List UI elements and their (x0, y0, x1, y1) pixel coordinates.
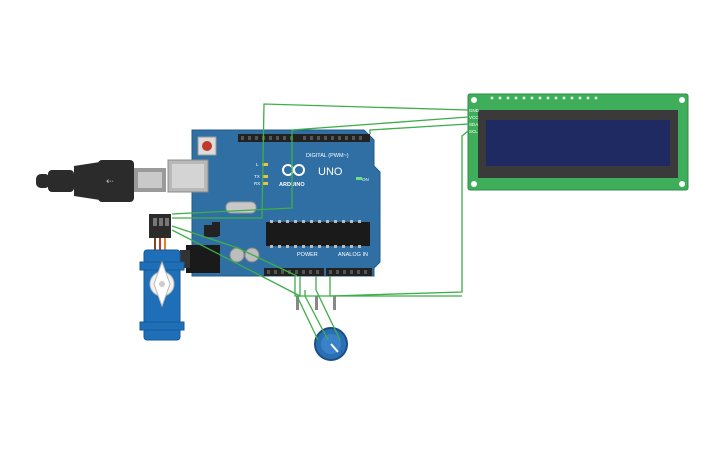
wire-gnd-rail[interactable] (294, 276, 462, 297)
led-rx (262, 182, 268, 185)
wire-lcd-vcc[interactable] (171, 116, 469, 215)
lcd-pin-labels: GND VCC SDA SCL (469, 108, 480, 134)
lcd-pin-gnd: GND (469, 108, 480, 113)
svg-text:⇠: ⇠ (106, 176, 114, 186)
power-header (264, 268, 324, 276)
atmega-chip (266, 222, 370, 246)
wire-servo-signal[interactable] (171, 225, 298, 277)
led-l-label: L (256, 162, 259, 167)
lcd-pin-vcc: VCC (469, 115, 479, 120)
icsp-header (212, 222, 220, 236)
wires[interactable] (171, 103, 469, 341)
lcd-top-pins (490, 96, 598, 100)
usb-cable[interactable]: ⇠ (36, 160, 166, 202)
analog-header (326, 268, 372, 276)
led-on (356, 177, 362, 180)
potentiometer-knob[interactable] (330, 343, 339, 353)
wire-lcd-sda[interactable] (369, 123, 469, 134)
wire-pot-right[interactable] (315, 276, 341, 341)
led-rx-label: RX (254, 181, 260, 186)
wire-pot-left[interactable] (296, 295, 319, 341)
analog-label: ANALOG IN (338, 252, 368, 258)
dc-jack (186, 245, 220, 273)
wire-lcd-gnd[interactable] (172, 103, 469, 219)
servo-motor[interactable] (139, 214, 185, 341)
lcd-screen (486, 120, 670, 166)
power-label: POWER (297, 252, 318, 258)
led-tx (262, 175, 268, 178)
board-model-label: UNO (318, 166, 343, 178)
digital-label: DIGITAL (PWM~) (306, 153, 349, 159)
wire-lcd-scl[interactable] (329, 130, 469, 297)
led-tx-label: TX (254, 174, 260, 179)
arduino-uno-board[interactable]: DIGITAL (PWM~) L TX RX ON ARDUINO UNO (167, 129, 381, 277)
led-l (262, 163, 268, 166)
lcd-pin-sda: SDA (469, 122, 478, 127)
lcd-pin-scl: SCL (469, 129, 478, 134)
lcd-i2c-module[interactable]: GND VCC SDA SCL (467, 93, 689, 191)
led-on-label: ON (362, 177, 369, 182)
potentiometer[interactable] (296, 296, 348, 361)
